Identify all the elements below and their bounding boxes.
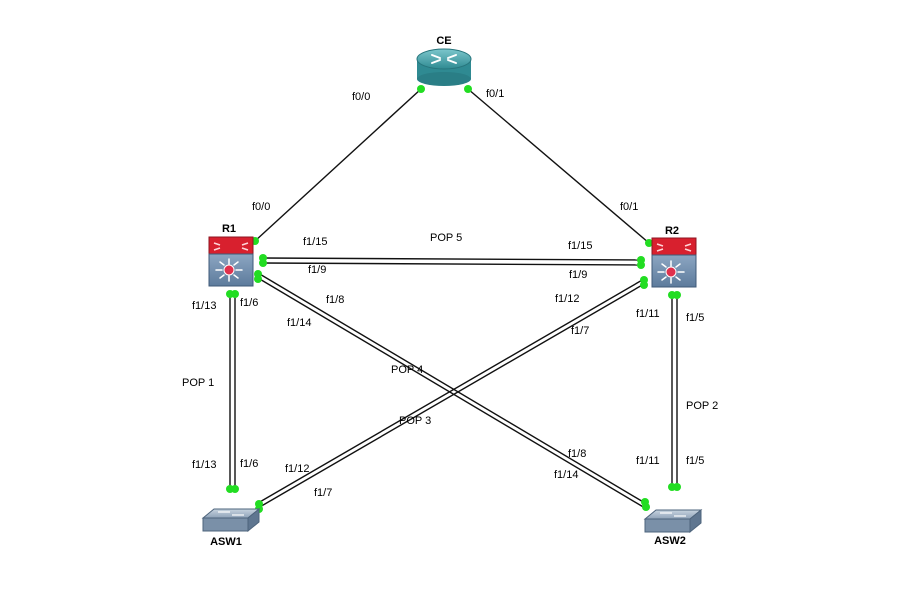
iface-label-r1-f1-15: f1/15	[303, 236, 327, 248]
link-ce-r2[interactable]	[467, 88, 650, 244]
port-dot-ce-f0-0	[417, 85, 425, 93]
pop4-label: POP 4	[391, 364, 423, 376]
pop2-label: POP 2	[686, 400, 718, 412]
iface-label-asw1-f1-12: f1/12	[285, 463, 309, 475]
link-r2-asw1-pop3[interactable]	[257, 278, 645, 509]
port-dot-r1-f1-9	[259, 259, 267, 267]
iface-label-asw1-f1-7: f1/7	[314, 487, 332, 499]
iface-label-r2-f1-7: f1/7	[571, 325, 589, 337]
port-dot-r1-f1-6	[231, 290, 239, 298]
port-dot-r2-f0-1	[645, 239, 653, 247]
iface-label-asw1-f1-6: f1/6	[240, 458, 258, 470]
pop-labels: POP 5 POP 1 POP 2 POP 4 POP 3	[182, 232, 718, 427]
asw1-switch[interactable]: ASW1	[201, 507, 261, 548]
r1-label: R1	[222, 223, 236, 235]
iface-label-asw2-f1-11: f1/11	[636, 455, 660, 467]
iface-label-r2-f1-15: f1/15	[568, 240, 592, 252]
r2-label: R2	[665, 225, 679, 237]
r1-multilayer-switch[interactable]: R1	[208, 223, 254, 287]
iface-label-r1-f0-0: f0/0	[252, 201, 270, 213]
iface-label-ce-f0-1: f0/1	[486, 88, 504, 100]
iface-label-asw1-f1-13: f1/13	[192, 459, 216, 471]
pop3-label: POP 3	[399, 415, 431, 427]
switch-icon	[201, 507, 261, 533]
asw2-label: ASW2	[654, 535, 686, 547]
link-r1-asw1-pop1[interactable]	[229, 294, 236, 490]
iface-label-r1-f1-13: f1/13	[192, 300, 216, 312]
iface-label-r2-f0-1: f0/1	[620, 201, 638, 213]
port-dot-r2-f1-5	[673, 291, 681, 299]
port-dot-r2-f1-9	[637, 261, 645, 269]
interface-labels: f0/0 f0/1 f0/0 f0/1 f1/15 f1/9 f1/15 f1/…	[192, 88, 704, 499]
link-r2-asw2-pop2[interactable]	[671, 295, 678, 487]
iface-label-r1-f1-9: f1/9	[308, 264, 326, 276]
iface-label-r2-f1-12: f1/12	[555, 293, 579, 305]
port-dot-asw2-f1-5	[673, 483, 681, 491]
multilayer-switch-icon	[208, 236, 254, 287]
link-r1-asw2-pop4[interactable]	[257, 272, 646, 509]
ce-router[interactable]: CE	[416, 35, 472, 86]
multilayer-switch-icon	[651, 237, 697, 288]
iface-label-asw2-f1-8: f1/8	[568, 448, 586, 460]
asw2-switch[interactable]: ASW2	[643, 508, 703, 547]
iface-label-r2-f1-11: f1/11	[636, 308, 660, 320]
links	[229, 88, 678, 509]
link-r1-r2-pop5[interactable]	[261, 257, 642, 266]
port-dot-r1-f1-14	[254, 275, 262, 283]
iface-label-r2-f1-5: f1/5	[686, 312, 704, 324]
switch-icon	[643, 508, 703, 534]
iface-label-r1-f1-8: f1/8	[326, 294, 344, 306]
port-dot-asw1-f1-6	[231, 485, 239, 493]
router-icon	[416, 48, 472, 86]
iface-label-asw2-f1-5: f1/5	[686, 455, 704, 467]
iface-label-ce-f0-0: f0/0	[352, 91, 370, 103]
port-dot-r2-f1-7	[640, 281, 648, 289]
r2-multilayer-switch[interactable]: R2	[651, 225, 697, 288]
ce-label: CE	[436, 35, 451, 47]
port-dot-ce-f0-1	[464, 85, 472, 93]
pop5-label: POP 5	[430, 232, 462, 244]
iface-label-asw2-f1-14: f1/14	[554, 469, 578, 481]
link-ce-r1[interactable]	[254, 88, 422, 242]
pop1-label: POP 1	[182, 377, 214, 389]
port-dot-asw2-f1-14	[642, 503, 650, 511]
iface-label-r1-f1-6: f1/6	[240, 297, 258, 309]
iface-label-r1-f1-14: f1/14	[287, 317, 311, 329]
asw1-label: ASW1	[210, 536, 242, 548]
iface-label-r2-f1-9: f1/9	[569, 269, 587, 281]
